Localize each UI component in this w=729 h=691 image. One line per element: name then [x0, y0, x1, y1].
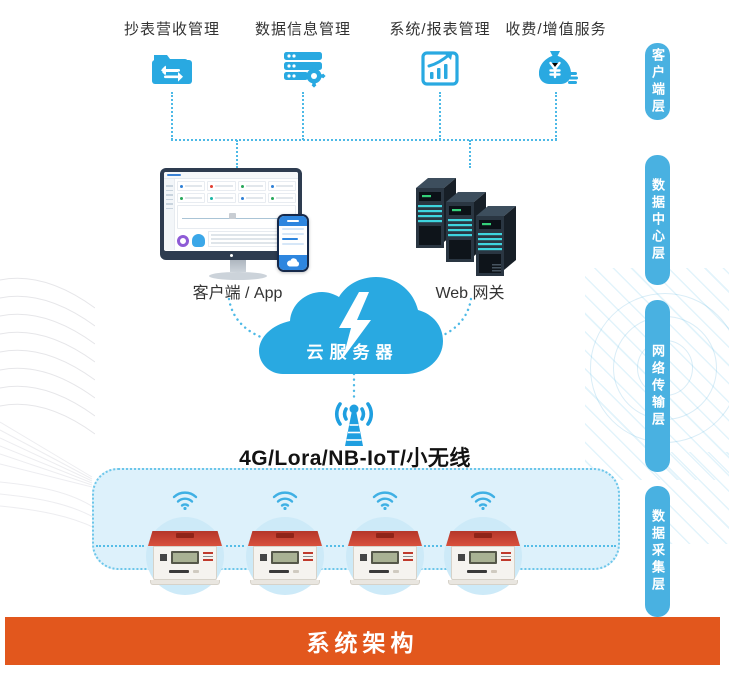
- layer-bar-collection: 数据采集层: [645, 486, 670, 617]
- dashboard-screen: [164, 172, 298, 251]
- wifi-icon: [172, 489, 198, 510]
- module-label: 数据信息管理: [254, 21, 351, 38]
- meter-connector-line: [96, 545, 144, 547]
- monitor-base: [208, 272, 267, 280]
- layer-bar-datacenter: 数据中心层: [645, 155, 670, 285]
- cloud-server: [255, 276, 450, 376]
- wifi-icon: [372, 489, 398, 510]
- report-chart-icon: [375, 48, 505, 88]
- smart-meter: [248, 531, 322, 587]
- server-rack-icon: [416, 178, 516, 276]
- meter-connector-line: [424, 545, 442, 547]
- layer-label: 客户端层: [650, 47, 665, 116]
- module-connector-line: [171, 92, 173, 140]
- wifi-icon: [470, 489, 496, 510]
- title-banner: 系统架构: [5, 617, 720, 665]
- monitor-stand: [229, 260, 246, 272]
- module-billing-service: 收费/增值服务: [491, 18, 621, 88]
- folder-transfer-icon: [107, 48, 237, 88]
- wifi-icon: [272, 489, 298, 510]
- money-bag-icon: [491, 48, 621, 88]
- banner-title: 系统架构: [306, 630, 419, 656]
- monitor-camera-dot: [230, 254, 233, 257]
- gateway-servers: [412, 174, 534, 280]
- layer-bar-client: 客户端层: [645, 43, 670, 120]
- module-system-report: 系统/报表管理: [375, 18, 505, 88]
- module-connector-line: [555, 92, 557, 140]
- cloud-label: 云服务器: [306, 343, 399, 362]
- meter-connector-line: [226, 545, 244, 547]
- meter-connector-line: [524, 545, 616, 547]
- layer-label: 网络传输层: [650, 343, 665, 429]
- layer-bar-network: 网络传输层: [645, 300, 670, 472]
- client-drop-line: [236, 140, 238, 168]
- layer-label: 数据中心层: [650, 177, 665, 263]
- gateway-drop-line: [469, 140, 471, 168]
- client-label: 客户端 / App: [192, 285, 283, 302]
- cloud-icon: [259, 277, 443, 374]
- module-meter-reading: 抄表营收管理: [107, 18, 237, 88]
- left-swoosh-decoration: [0, 277, 95, 529]
- app-cloud-logo: [287, 258, 299, 267]
- antenna-icon: [322, 394, 386, 448]
- module-bus-line: [171, 139, 557, 141]
- meter-connector-line: [326, 545, 344, 547]
- network-tech-label: 4G/Lora/NB-IoT/小无线: [239, 447, 471, 470]
- module-data-info: 数据信息管理: [238, 18, 368, 88]
- phone-graphic: [277, 214, 309, 272]
- module-connector-line: [302, 92, 304, 140]
- smart-meter: [348, 531, 422, 587]
- gateway-label: Web 网关: [435, 285, 505, 302]
- smart-meter: [446, 531, 520, 587]
- module-connector-line: [439, 92, 441, 140]
- module-label: 收费/增值服务: [505, 21, 607, 38]
- smart-meter: [148, 531, 222, 587]
- client-workstation: [160, 168, 315, 280]
- module-label: 抄表营收管理: [123, 21, 220, 38]
- layer-label: 数据采集层: [650, 509, 665, 594]
- module-label: 系统/报表管理: [389, 21, 491, 38]
- database-gear-icon: [238, 48, 368, 88]
